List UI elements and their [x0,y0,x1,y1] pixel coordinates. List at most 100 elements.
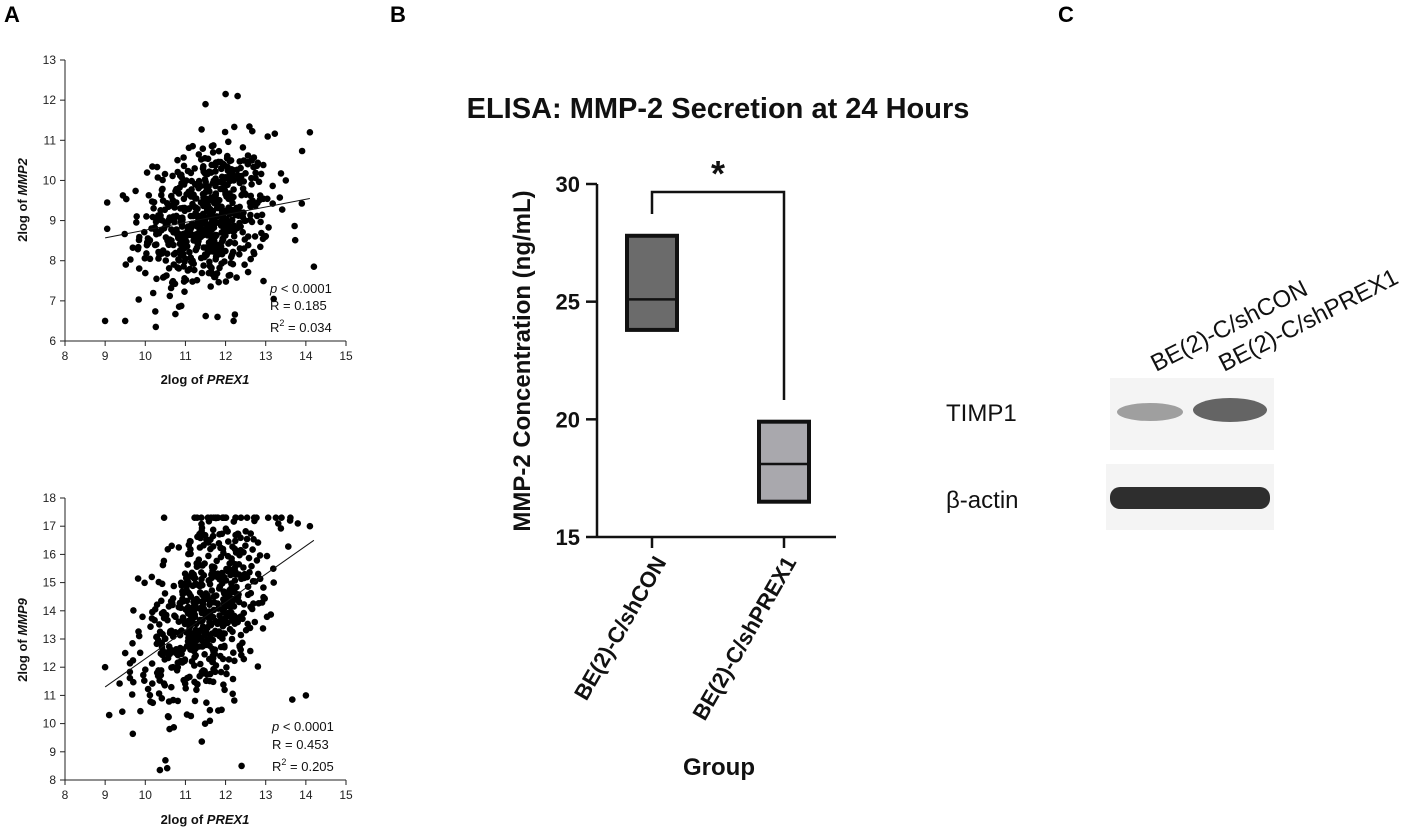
y-tick-label: 16 [43,547,57,561]
scatter-point [240,655,248,663]
box-y-tick-label: 30 [556,172,580,197]
scatter-point [224,589,232,597]
scatter-point [201,651,208,658]
scatter-point [223,670,230,678]
scatter-point [291,236,299,244]
scatter-point [224,619,231,627]
scatter-point [194,533,201,541]
scatter-point [282,177,290,184]
scatter-point [256,196,264,204]
scatter-point [189,212,197,220]
scatter-point [202,590,210,597]
scatter-point [188,177,195,185]
scatter-point [233,583,240,591]
scatter-point [170,724,178,731]
scatter-point [195,215,202,222]
western-blot-panel: BE(2)-C/shCON BE(2)-C/shPREX1 TIMP1 β-ac… [946,264,1403,530]
chart-title: ELISA: MMP-2 Secretion at 24 Hours [467,93,970,125]
x-tick-label: 10 [139,349,153,363]
scatter-point [212,514,220,522]
stat-p-mmp9: p < 0.0001 [271,719,334,734]
scatter-point [258,211,266,219]
scatter-point [156,621,163,628]
scatter-point [129,640,136,647]
scatter-point [239,190,247,197]
scatter-point [149,163,156,170]
scatter-point [166,629,174,637]
y-axis-label-mmp2: 2log of MMP2 [15,157,30,242]
scatter-point [229,206,236,214]
scatter-point [174,156,181,164]
scatter-point [217,652,224,660]
scatter-point [243,514,251,521]
scatter-point [187,169,195,177]
scatter-point [152,308,159,315]
scatter-point [212,255,219,263]
scatter-point [177,604,185,612]
scatter-point [247,530,254,537]
scatter-point [176,644,184,652]
scatter-point [171,612,178,619]
scatter-points-mmp9 [101,514,314,774]
scatter-point [224,152,231,160]
scatter-point [149,289,157,297]
scatter-point [199,599,207,606]
scatter-point [166,236,173,243]
scatter-point [260,161,267,169]
scatter-point [167,284,175,292]
scatter-point [258,599,266,606]
scatter-point [126,674,134,682]
scatter-point [146,255,154,263]
scatter-point [219,606,226,613]
scatter-point [190,191,197,198]
scatter-point [236,251,243,258]
scatter-point [220,217,228,225]
scatter-point [141,254,149,262]
scatter-point [213,557,220,565]
scatter-point [207,169,215,176]
scatter-point [272,514,280,521]
scatter-point [185,144,193,152]
scatter-point [207,238,215,245]
significance-star: * [711,153,725,194]
scatter-point [186,248,193,256]
y-tick-label: 8 [49,254,56,268]
scatter-point [240,157,248,164]
y-tick-label: 10 [43,717,57,731]
scatter-point [214,600,221,607]
scatter-point [187,712,195,720]
scatter-point [153,230,160,238]
scatter-point [224,528,231,535]
scatter-point [275,520,282,527]
scatter-point [116,680,123,687]
scatter-point [247,199,255,206]
regression-line-mmp9 [104,539,315,688]
x-tick-label: 15 [339,788,353,802]
scatter-point [228,635,236,643]
scatter-point [285,543,292,550]
x-tick-label: 11 [179,349,192,363]
scatter-point [270,579,278,586]
scatter-point [175,234,182,242]
scatter-point [226,560,233,567]
stat-r-mmp2: R = 0.185 [270,298,327,313]
scatter-point [200,262,207,269]
scatter-point [260,277,267,285]
scatter-point [263,613,271,621]
scatter-point [230,317,237,325]
scatter-point [250,248,257,256]
stat-p-mmp2: p < 0.0001 [269,281,332,296]
scatter-point [197,660,204,668]
scatter-point [233,274,240,281]
scatter-point [248,181,255,188]
scatter-point [222,90,229,98]
scatter-point [206,706,214,714]
scatter-point [230,186,237,193]
scatter-point [254,539,262,546]
scatter-point [223,664,230,671]
scatter-point [216,264,223,272]
scatter-point [170,241,177,249]
scatter-point [241,236,249,243]
scatter-point [153,275,160,283]
